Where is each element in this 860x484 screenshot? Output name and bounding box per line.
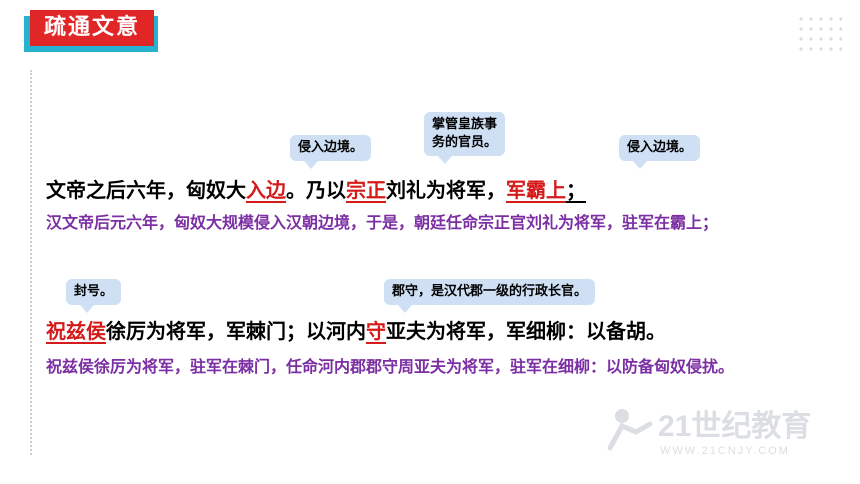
note-line: 掌管皇族事: [432, 117, 498, 132]
key-word-zongzheng: 宗正: [346, 178, 386, 202]
section-title-banner: 疏通文意: [24, 10, 158, 52]
watermark-title: 21世纪教育: [658, 409, 811, 443]
text-segment: 文帝之后六年，匈奴大: [46, 178, 246, 202]
text-segment: 亚夫为将军，军细柳：以备胡。: [386, 319, 666, 343]
note-bubble-zongzheng: 掌管皇族事 务的官员。: [424, 112, 506, 164]
key-phrase-junbashang: 军霸上: [506, 178, 566, 202]
text-segment: 刘礼为将军，: [386, 178, 506, 202]
translation-1: 汉文帝后元六年，匈奴大规模侵入汉朝边境，于是，朝廷任命宗正官刘礼为将军，驻军在霸…: [46, 213, 719, 232]
classical-text-line-2: 祝兹侯徐厉为将军，军棘门；以河内守亚夫为将军，军细柳：以备胡。: [46, 315, 666, 344]
note-bubble-fenghao: 封号。: [66, 279, 122, 313]
dot-grid-decoration: [796, 14, 842, 54]
watermark-logo: 21世纪教育 WWW.21CNJY.COM: [607, 409, 811, 457]
classical-text-line-1: 文帝之后六年，匈奴大入边。乃以宗正刘礼为将军，军霸上；: [46, 174, 586, 203]
watermark-url: WWW.21CNJY.COM: [660, 445, 790, 457]
note-bubble-junbashang: 侵入边境。: [619, 135, 701, 169]
note-bubble-ruobian: 侵入边境。: [290, 135, 372, 169]
key-phrase-zhuzihou: 祝兹侯: [46, 319, 106, 343]
note-line: 务的官员。: [432, 135, 498, 150]
key-word-rubian: 入边: [246, 178, 286, 202]
left-dotted-rule: [30, 70, 32, 455]
text-segment: 。乃以: [286, 178, 346, 202]
note-bubble-junshou: 郡守，是汉代郡一级的行政长官。: [384, 279, 596, 313]
translation-2: 祝兹侯徐厉为将军，驻军在棘门，任命河内郡郡守周亚夫为将军，驻军在细柳：以防备匈奴…: [46, 357, 735, 376]
text-segment: ；: [566, 178, 586, 202]
key-word-shou: 守: [366, 319, 386, 343]
text-segment: 徐厉为将军，军棘门；以河内: [106, 319, 366, 343]
section-title: 疏通文意: [30, 10, 154, 46]
